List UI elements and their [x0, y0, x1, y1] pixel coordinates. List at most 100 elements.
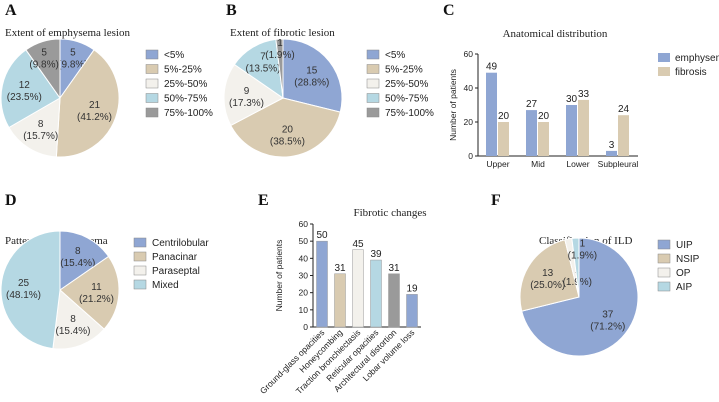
bar: [388, 273, 400, 328]
panel-label-f: F: [491, 192, 501, 209]
pie-slice: [52, 288, 105, 350]
legend-label: UIP: [676, 240, 693, 251]
y-tick-label: 60: [464, 49, 474, 59]
bar-value-label: 33: [578, 89, 590, 100]
slice-label: 8(15.7%): [23, 119, 58, 142]
slice-label: 21(41.2%): [77, 100, 112, 123]
legend-label: 5%-25%: [164, 65, 202, 76]
bar-value-label: 49: [486, 62, 498, 73]
bar-value-label: 31: [334, 263, 346, 274]
legend-swatch: [658, 67, 670, 76]
legend-swatch: [657, 281, 671, 292]
y-tick-label: 30: [299, 271, 309, 281]
legend-label: emphysema: [675, 53, 719, 64]
legend-swatch: [133, 237, 147, 248]
bar-value-label: 39: [370, 249, 382, 260]
legend-swatch: [133, 251, 147, 262]
panels: Extent of emphysema lesion 5(9.8%) 21(41.2…: [0, 27, 719, 396]
x-tick-label: Upper: [486, 159, 509, 169]
pie-chart-a: Extent of emphysema lesion 5(9.8%) 21(41.2…: [0, 27, 213, 158]
bar-fibrosis: [578, 99, 589, 156]
y-tick-label: 0: [303, 322, 308, 332]
x-tick-label: Lower: [566, 159, 589, 169]
slice-label: 37(71.2%): [590, 310, 625, 333]
legend-swatch: [366, 107, 380, 118]
pie-slice: [275, 38, 284, 99]
bar-value-label: 30: [566, 94, 578, 105]
bar-value-label: 45: [352, 239, 364, 250]
legend-label: <5%: [385, 50, 405, 61]
pie-slice: [282, 38, 343, 113]
legend-swatch: [133, 279, 147, 290]
legend-swatch: [366, 64, 380, 74]
bar: [406, 294, 418, 328]
slice-label: 13(25.0%): [530, 268, 565, 291]
legend-label: 50%-75%: [385, 94, 428, 105]
slice-label: 5(9.8%): [29, 48, 58, 71]
legend-swatch: [145, 64, 159, 74]
legend-label: AIP: [676, 282, 692, 293]
panel-label-a: A: [5, 2, 17, 19]
pie-slice: [571, 237, 580, 298]
slice-label: 7(13.5%): [245, 52, 280, 75]
bar-value-label: 20: [498, 111, 510, 122]
bar-value-label: 3: [609, 140, 615, 151]
slice-label: 1(1.9%): [568, 239, 597, 262]
legend-swatch: [145, 78, 159, 89]
pie-chart-b: Extent of fibrotic lesion 15(28.8%) 20(38.…: [223, 27, 434, 158]
pie-slice: [0, 49, 61, 129]
y-tick-label: 40: [464, 83, 474, 93]
legend-swatch: [366, 49, 380, 60]
legend-label: 25%-50%: [385, 79, 428, 90]
legend-label: Centrilobular: [152, 238, 209, 249]
slice-label: 20(38.5%): [270, 124, 305, 147]
legend-swatch: [366, 93, 380, 103]
y-axis-label: Number of patients: [274, 240, 284, 312]
legend-label: <5%: [164, 50, 184, 61]
legend-label: NSIP: [676, 254, 700, 265]
legend-label: Panacinar: [152, 252, 198, 263]
pie-chart-d: Patterns of emphysema8(15.4%)11(21.2%)8(…: [0, 230, 209, 350]
legend-swatch: [657, 239, 671, 250]
legend-label: Mixed: [152, 280, 179, 291]
pie-slice: [223, 63, 284, 127]
slice-label: 8(15.4%): [60, 246, 95, 269]
slice-label: 11(21.2%): [79, 282, 114, 305]
bar-fibrosis: [618, 115, 629, 156]
bar: [334, 273, 346, 328]
bar: [352, 249, 364, 328]
pie-slice: [519, 239, 580, 312]
bar: [370, 259, 382, 328]
chart-title: Extent of fibrotic lesion: [230, 27, 335, 39]
legend-swatch: [366, 78, 380, 89]
pie-slice: [8, 97, 61, 158]
y-tick-label: 40: [299, 253, 309, 263]
y-axis-label: Number of patients: [448, 69, 458, 141]
slice-label: 1(1.9%): [265, 38, 294, 61]
legend-swatch: [145, 93, 159, 103]
legend-swatch: [145, 107, 159, 118]
pie-slice: [55, 49, 120, 158]
bar-fibrosis: [538, 122, 549, 156]
pie-slice: [25, 38, 61, 100]
bar-emphysema: [606, 150, 617, 156]
bar-value-label: 31: [388, 263, 400, 274]
chart-title: Extent of emphysema lesion: [5, 27, 130, 39]
bar-emphysema: [566, 105, 577, 156]
legend-label: OP: [676, 268, 691, 279]
legend-swatch: [658, 53, 670, 62]
pie-slice: [0, 230, 61, 350]
legend-label: 75%-100%: [164, 108, 213, 119]
bar-emphysema: [526, 110, 537, 156]
slice-label: 15(28.8%): [294, 65, 329, 88]
pie-chart-f: Classification of ILD37(71.2%)13(25.0%)1…: [519, 235, 700, 357]
panel-label-e: E: [258, 192, 269, 209]
bar: [316, 240, 328, 328]
slice-label: 9(17.3%): [229, 86, 264, 109]
x-tick-label: Mid: [531, 159, 545, 169]
legend-label: 75%-100%: [385, 108, 434, 119]
legend-swatch: [145, 49, 159, 60]
